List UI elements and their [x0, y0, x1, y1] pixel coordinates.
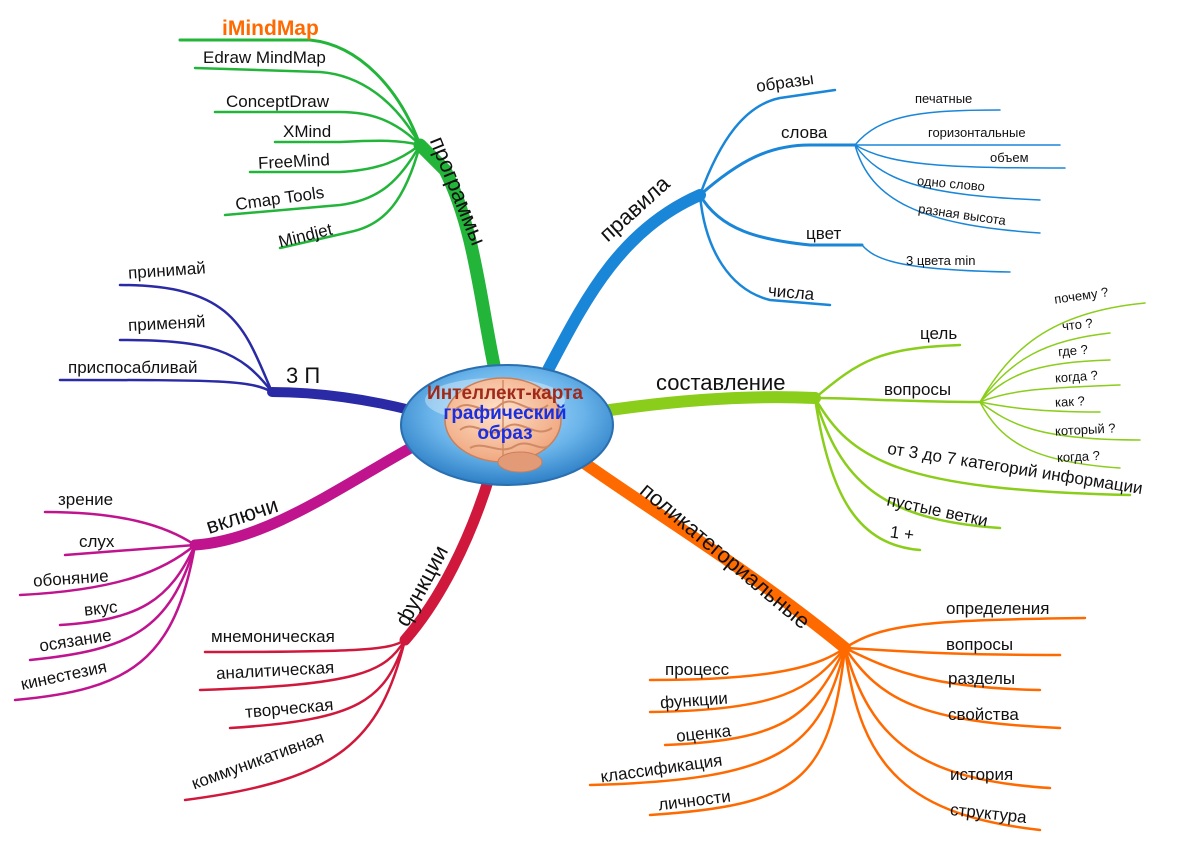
branch-composition [604, 302, 1146, 552]
branch-label-composition: составление [656, 370, 786, 395]
central-title-line1: Интеллект-карта [427, 383, 583, 404]
question-when-2: когда ? [1056, 447, 1101, 466]
question-where: где ? [1057, 341, 1089, 360]
program-item-conceptdraw: ConceptDraw [226, 92, 329, 111]
central-title: Интеллект-карта графический образ [400, 384, 610, 444]
color-sub-min: 3 цвета min [906, 253, 976, 268]
branch-rules [542, 88, 1066, 376]
composition-item-questions: вопросы [884, 380, 952, 399]
words-sub-printed: печатные [915, 91, 973, 106]
program-item-imindmap: iMindMap [222, 17, 319, 40]
poly-right-sections: разделы [948, 669, 1016, 688]
rule-item-color: цвет [806, 224, 842, 243]
central-title-line3: образ [477, 422, 533, 444]
branch-include [13, 434, 431, 702]
poly-left-process: процесс [665, 660, 730, 679]
words-sub-horizontal: горизонтальные [928, 125, 1026, 140]
function-item-mnemonic: мнемоническая [211, 627, 335, 646]
poly-right-questions: вопросы [946, 635, 1014, 654]
poly-right-properties: свойства [948, 705, 1019, 724]
three-p-item-apply: применяй [127, 311, 206, 336]
composition-item-one-plus: 1 + [888, 522, 916, 545]
composition-item-goal: цель [920, 324, 958, 343]
program-item-freemind: FreeMind [257, 150, 331, 173]
program-item-xmind: XMind [283, 122, 332, 141]
include-item-taste: вкус [83, 597, 119, 620]
three-p-item-adapt: приспосабливай [68, 358, 198, 377]
central-node [400, 364, 614, 486]
branch-three-p [58, 283, 415, 415]
words-sub-volume: объем [990, 150, 1029, 165]
brain-icon [444, 377, 562, 473]
branch-polycategorial [574, 454, 1087, 832]
central-title-line2: графический [443, 402, 567, 424]
poly-right-definitions: определения [946, 599, 1050, 618]
include-item-hearing: слух [79, 532, 115, 551]
program-item-edraw: Edraw MindMap [203, 48, 326, 67]
branch-functions [183, 469, 496, 802]
poly-right-history: история [950, 765, 1014, 784]
question-how: как ? [1054, 393, 1086, 410]
rule-item-numbers: числа [767, 281, 815, 304]
question-which: который ? [1054, 420, 1116, 439]
poly-left-functions: функции [659, 688, 729, 713]
branch-label-three-p: 3 П [286, 363, 321, 388]
branch-programs [178, 38, 502, 377]
include-item-sight: зрение [58, 490, 114, 509]
rule-item-words: слова [781, 123, 828, 142]
question-what: что ? [1061, 315, 1094, 334]
question-when: когда ? [1054, 367, 1099, 386]
